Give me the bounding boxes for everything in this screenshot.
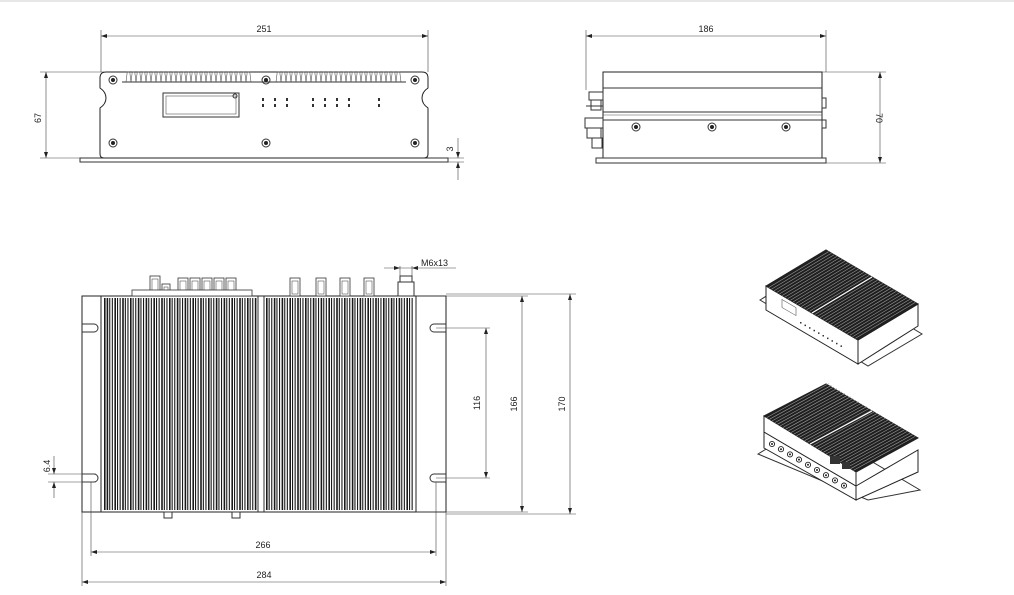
front-offset-label: 3	[445, 146, 455, 151]
front-width-dimension: 251	[100, 24, 429, 72]
top-body-height-dimension: 166	[416, 295, 528, 513]
top-thread-callout: M6x13	[384, 258, 456, 297]
top-total-height-dimension: 170	[446, 293, 576, 515]
top-heatsink-fins	[104, 298, 413, 510]
top-connectors	[131, 275, 375, 297]
side-depth-label: 186	[698, 24, 713, 34]
front-view: 251 67 3	[33, 24, 464, 180]
isometric-view-rear	[756, 383, 922, 501]
side-height-dimension: 70	[822, 71, 886, 164]
front-height-dimension: 67	[33, 71, 104, 159]
top-slot-dimension: 6.4	[42, 456, 96, 498]
inner-height-label: 116	[472, 396, 482, 410]
front-screws	[108, 75, 420, 148]
front-height-label: 67	[33, 113, 43, 123]
front-label-plate	[162, 92, 240, 118]
inner-width-label: 266	[255, 540, 270, 550]
side-view: 186 70	[584, 24, 886, 164]
top-inner-width-dimension: 266	[90, 482, 437, 556]
slot-label: 6.4	[42, 460, 52, 473]
front-leds	[262, 98, 380, 107]
front-fins	[122, 71, 406, 83]
isometric-view-front	[759, 249, 923, 367]
top-inner-height-dimension: 116	[436, 327, 490, 479]
front-width-label: 251	[256, 24, 271, 34]
total-width-label: 284	[256, 570, 271, 580]
side-height-label: 70	[874, 113, 884, 123]
top-view: M6x13 116 166 17	[42, 258, 576, 586]
side-screws	[631, 122, 791, 132]
thread-label: M6x13	[421, 258, 448, 268]
body-height-label: 166	[509, 396, 519, 411]
side-depth-dimension: 186	[585, 24, 827, 90]
top-total-width-dimension: 284	[81, 512, 447, 586]
front-offset-dimension: 3	[428, 138, 464, 180]
total-height-label: 170	[557, 396, 567, 411]
side-connectors	[584, 91, 604, 149]
